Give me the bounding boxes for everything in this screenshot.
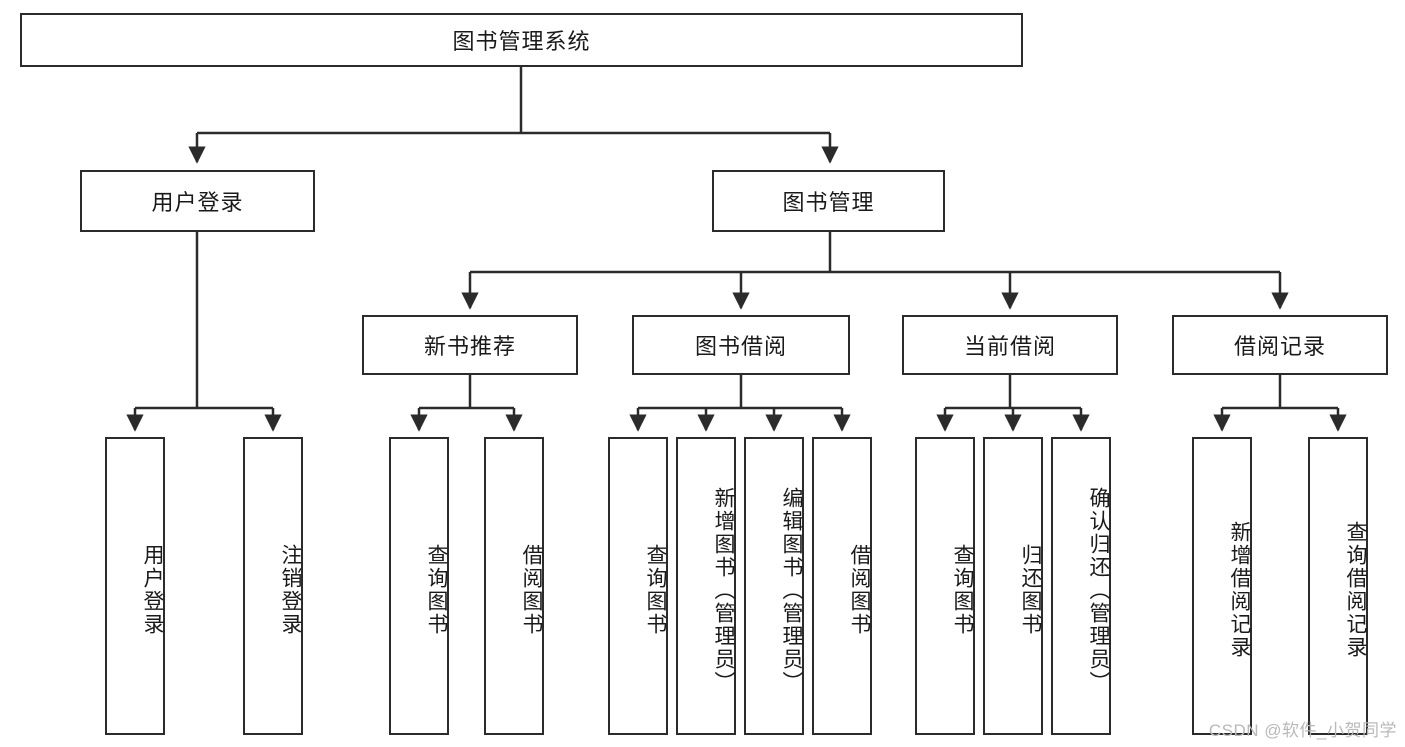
node-label: 用户登录 <box>151 190 244 215</box>
node-label: 查询图书 <box>951 544 974 636</box>
node-label: 编辑图书（管理员） <box>780 486 803 694</box>
node-label: 图书管理系统 <box>452 29 591 54</box>
leaf-add-book-admin[interactable]: 新增图书（管理员） <box>676 437 736 735</box>
leaf-query-book-current[interactable]: 查询图书 <box>915 437 975 735</box>
leaf-return-book[interactable]: 归还图书 <box>983 437 1043 735</box>
node-label: 查询图书 <box>644 544 667 636</box>
node-label: 用户登录 <box>141 544 164 636</box>
leaf-query-book-borrow[interactable]: 查询图书 <box>608 437 668 735</box>
node-label: 图书管理 <box>782 190 875 215</box>
node-root-book-management-system[interactable]: 图书管理系统 <box>20 13 1023 67</box>
node-new-book-recommend[interactable]: 新书推荐 <box>362 315 578 375</box>
node-borrow-record[interactable]: 借阅记录 <box>1172 315 1388 375</box>
leaf-borrow-book-recommend[interactable]: 借阅图书 <box>484 437 544 735</box>
leaf-query-borrow-record[interactable]: 查询借阅记录 <box>1308 437 1368 735</box>
leaf-borrow-book[interactable]: 借阅图书 <box>812 437 872 735</box>
node-label: 当前借阅 <box>963 334 1056 359</box>
watermark-text: CSDN @软件_小贺同学 <box>1208 721 1397 740</box>
node-label: 归还图书 <box>1019 544 1042 636</box>
node-label: 确认归还（管理员） <box>1087 486 1110 694</box>
leaf-confirm-return-admin[interactable]: 确认归还（管理员） <box>1051 437 1111 735</box>
node-book-borrow[interactable]: 图书借阅 <box>632 315 850 375</box>
node-label: 注销登录 <box>279 544 302 636</box>
leaf-logout-login[interactable]: 注销登录 <box>243 437 303 735</box>
node-label: 借阅图书 <box>848 544 871 636</box>
leaf-user-login[interactable]: 用户登录 <box>105 437 165 735</box>
node-label: 借阅记录 <box>1233 334 1326 359</box>
node-user-login[interactable]: 用户登录 <box>80 170 315 232</box>
node-label: 新增图书（管理员） <box>712 486 735 694</box>
node-label: 查询借阅记录 <box>1344 521 1367 659</box>
node-label: 新增借阅记录 <box>1228 521 1251 659</box>
node-label: 图书借阅 <box>694 334 787 359</box>
node-label: 查询图书 <box>425 544 448 636</box>
leaf-edit-book-admin[interactable]: 编辑图书（管理员） <box>744 437 804 735</box>
node-label: 新书推荐 <box>423 334 516 359</box>
node-current-borrow[interactable]: 当前借阅 <box>902 315 1118 375</box>
node-book-management[interactable]: 图书管理 <box>712 170 945 232</box>
leaf-query-book-recommend[interactable]: 查询图书 <box>389 437 449 735</box>
leaf-add-borrow-record[interactable]: 新增借阅记录 <box>1192 437 1252 735</box>
node-label: 借阅图书 <box>520 544 543 636</box>
